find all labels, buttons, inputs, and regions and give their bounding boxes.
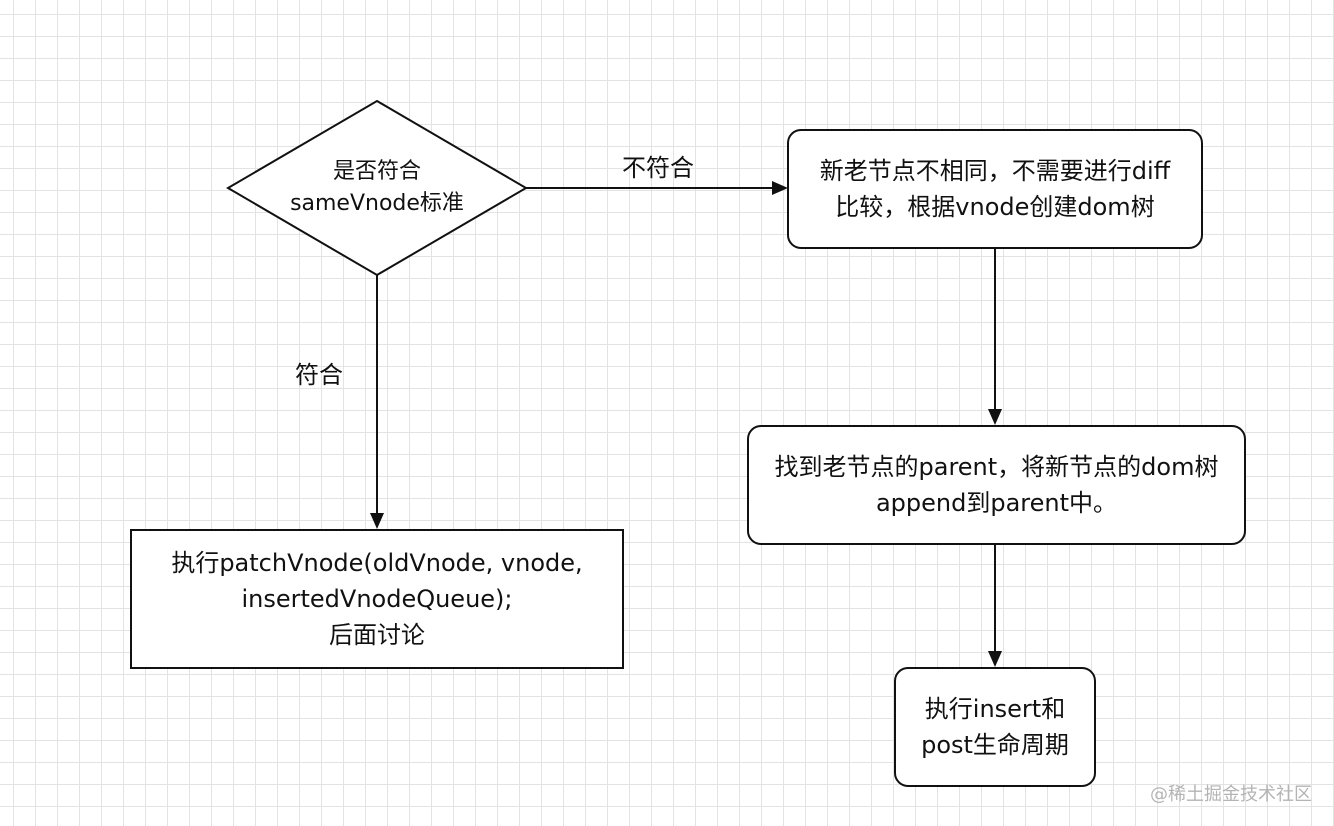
watermark: @稀土掘金技术社区 xyxy=(1150,784,1312,805)
node-patch-vnode-line1: 执行patchVnode(oldVnode, vnode, xyxy=(171,549,583,577)
arrowhead-create-to-append xyxy=(988,409,1002,425)
node-insert-hooks-line1: 执行insert和 xyxy=(924,695,1066,723)
node-patch-vnode: 执行patchVnode(oldVnode, vnode, insertedVn… xyxy=(130,529,624,669)
node-create-dom: 新老节点不相同，不需要进行diff 比较，根据vnode创建dom树 xyxy=(787,129,1203,249)
decision-label-line2: sameVnode标准 xyxy=(290,191,464,216)
node-patch-vnode-line2: insertedVnodeQueue); xyxy=(241,585,513,613)
node-insert-hooks-line2: post生命周期 xyxy=(921,731,1069,759)
node-create-dom-line2: 比较，根据vnode创建dom树 xyxy=(835,193,1155,221)
arrowhead-no-match xyxy=(772,181,788,195)
decision-label: 是否符合 sameVnode标准 xyxy=(263,156,491,220)
node-create-dom-line1: 新老节点不相同，不需要进行diff xyxy=(819,157,1171,185)
edge-label-match: 符合 xyxy=(295,361,343,389)
node-insert-hooks: 执行insert和 post生命周期 xyxy=(894,667,1096,787)
node-patch-vnode-line3: 后面讨论 xyxy=(328,621,425,649)
arrowhead-match xyxy=(370,513,384,529)
node-append-parent-line1: 找到老节点的parent，将新节点的dom树 xyxy=(774,453,1219,481)
decision-label-line1: 是否符合 xyxy=(332,159,421,184)
node-append-parent-line2: append到parent中。 xyxy=(875,489,1118,517)
node-append-parent: 找到老节点的parent，将新节点的dom树 append到parent中。 xyxy=(747,425,1246,545)
arrowhead-append-to-insert xyxy=(988,651,1002,667)
edge-label-no-match: 不符合 xyxy=(622,154,694,182)
